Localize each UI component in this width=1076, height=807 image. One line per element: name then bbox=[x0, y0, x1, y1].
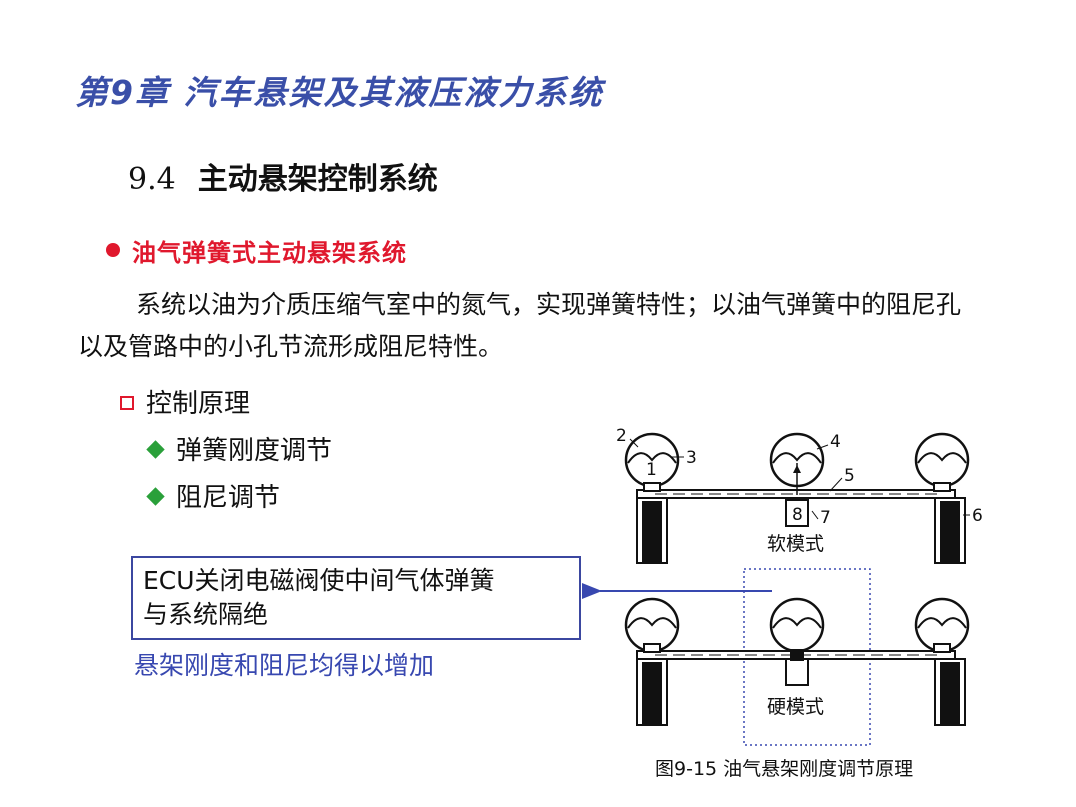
solenoid-valve-icon bbox=[785, 658, 809, 686]
subheading: 油气弹簧式主动悬架系统 bbox=[132, 239, 407, 267]
section-number: 9.4 bbox=[128, 162, 176, 197]
chapter-title: 第9章 汽车悬架及其液压液力系统 bbox=[75, 73, 604, 112]
control-principle-label: 控制原理 bbox=[146, 389, 251, 419]
red-bullet-icon bbox=[106, 243, 120, 257]
figure-number: 1 bbox=[646, 460, 657, 480]
diamond-bullet-icon bbox=[146, 487, 165, 506]
suspension-diagram: 2 1 3 4 5 6 7 8 软模式 硬模式 bbox=[582, 426, 983, 746]
control-item: 弹簧刚度调节 bbox=[176, 436, 333, 466]
figure-number: 3 bbox=[686, 448, 697, 468]
figure-number: 5 bbox=[844, 466, 855, 486]
ecu-note-line: 与系统隔绝 bbox=[143, 600, 269, 629]
section-name: 主动悬架控制系统 bbox=[197, 162, 438, 197]
figure-number: 7 bbox=[820, 508, 831, 528]
body-paragraph: 系统以油为介质压缩气室中的氮气，实现弹簧特性；以油气弹簧中的阻尼孔以及管路中的小… bbox=[78, 290, 962, 361]
figure-number: 2 bbox=[616, 426, 627, 446]
hard-mode-diagram: 硬模式 bbox=[624, 597, 970, 726]
figure-number: 4 bbox=[830, 432, 841, 452]
figure-number: 6 bbox=[972, 506, 983, 526]
diamond-bullet-icon bbox=[146, 440, 165, 459]
hard-mode-label: 硬模式 bbox=[767, 696, 824, 718]
figure-caption: 图9-15 油气悬架刚度调节原理 bbox=[655, 758, 914, 780]
square-bullet-icon bbox=[120, 396, 134, 410]
figure-number: 8 bbox=[792, 505, 803, 525]
control-item: 阻尼调节 bbox=[176, 483, 281, 513]
solenoid-valve-icon bbox=[785, 499, 809, 527]
soft-mode-label: 软模式 bbox=[767, 533, 824, 555]
soft-mode-diagram: 2 1 3 4 5 6 7 8 软模式 bbox=[616, 426, 983, 564]
result-text: 悬架刚度和阻尼均得以增加 bbox=[134, 651, 435, 680]
section-title: 9.4 主动悬架控制系统 bbox=[128, 154, 438, 198]
ecu-note-box: ECU关闭电磁阀使中间气体弹簧 与系统隔绝 bbox=[131, 556, 581, 640]
ecu-note-line: ECU关闭电磁阀使中间气体弹簧 bbox=[143, 566, 495, 595]
